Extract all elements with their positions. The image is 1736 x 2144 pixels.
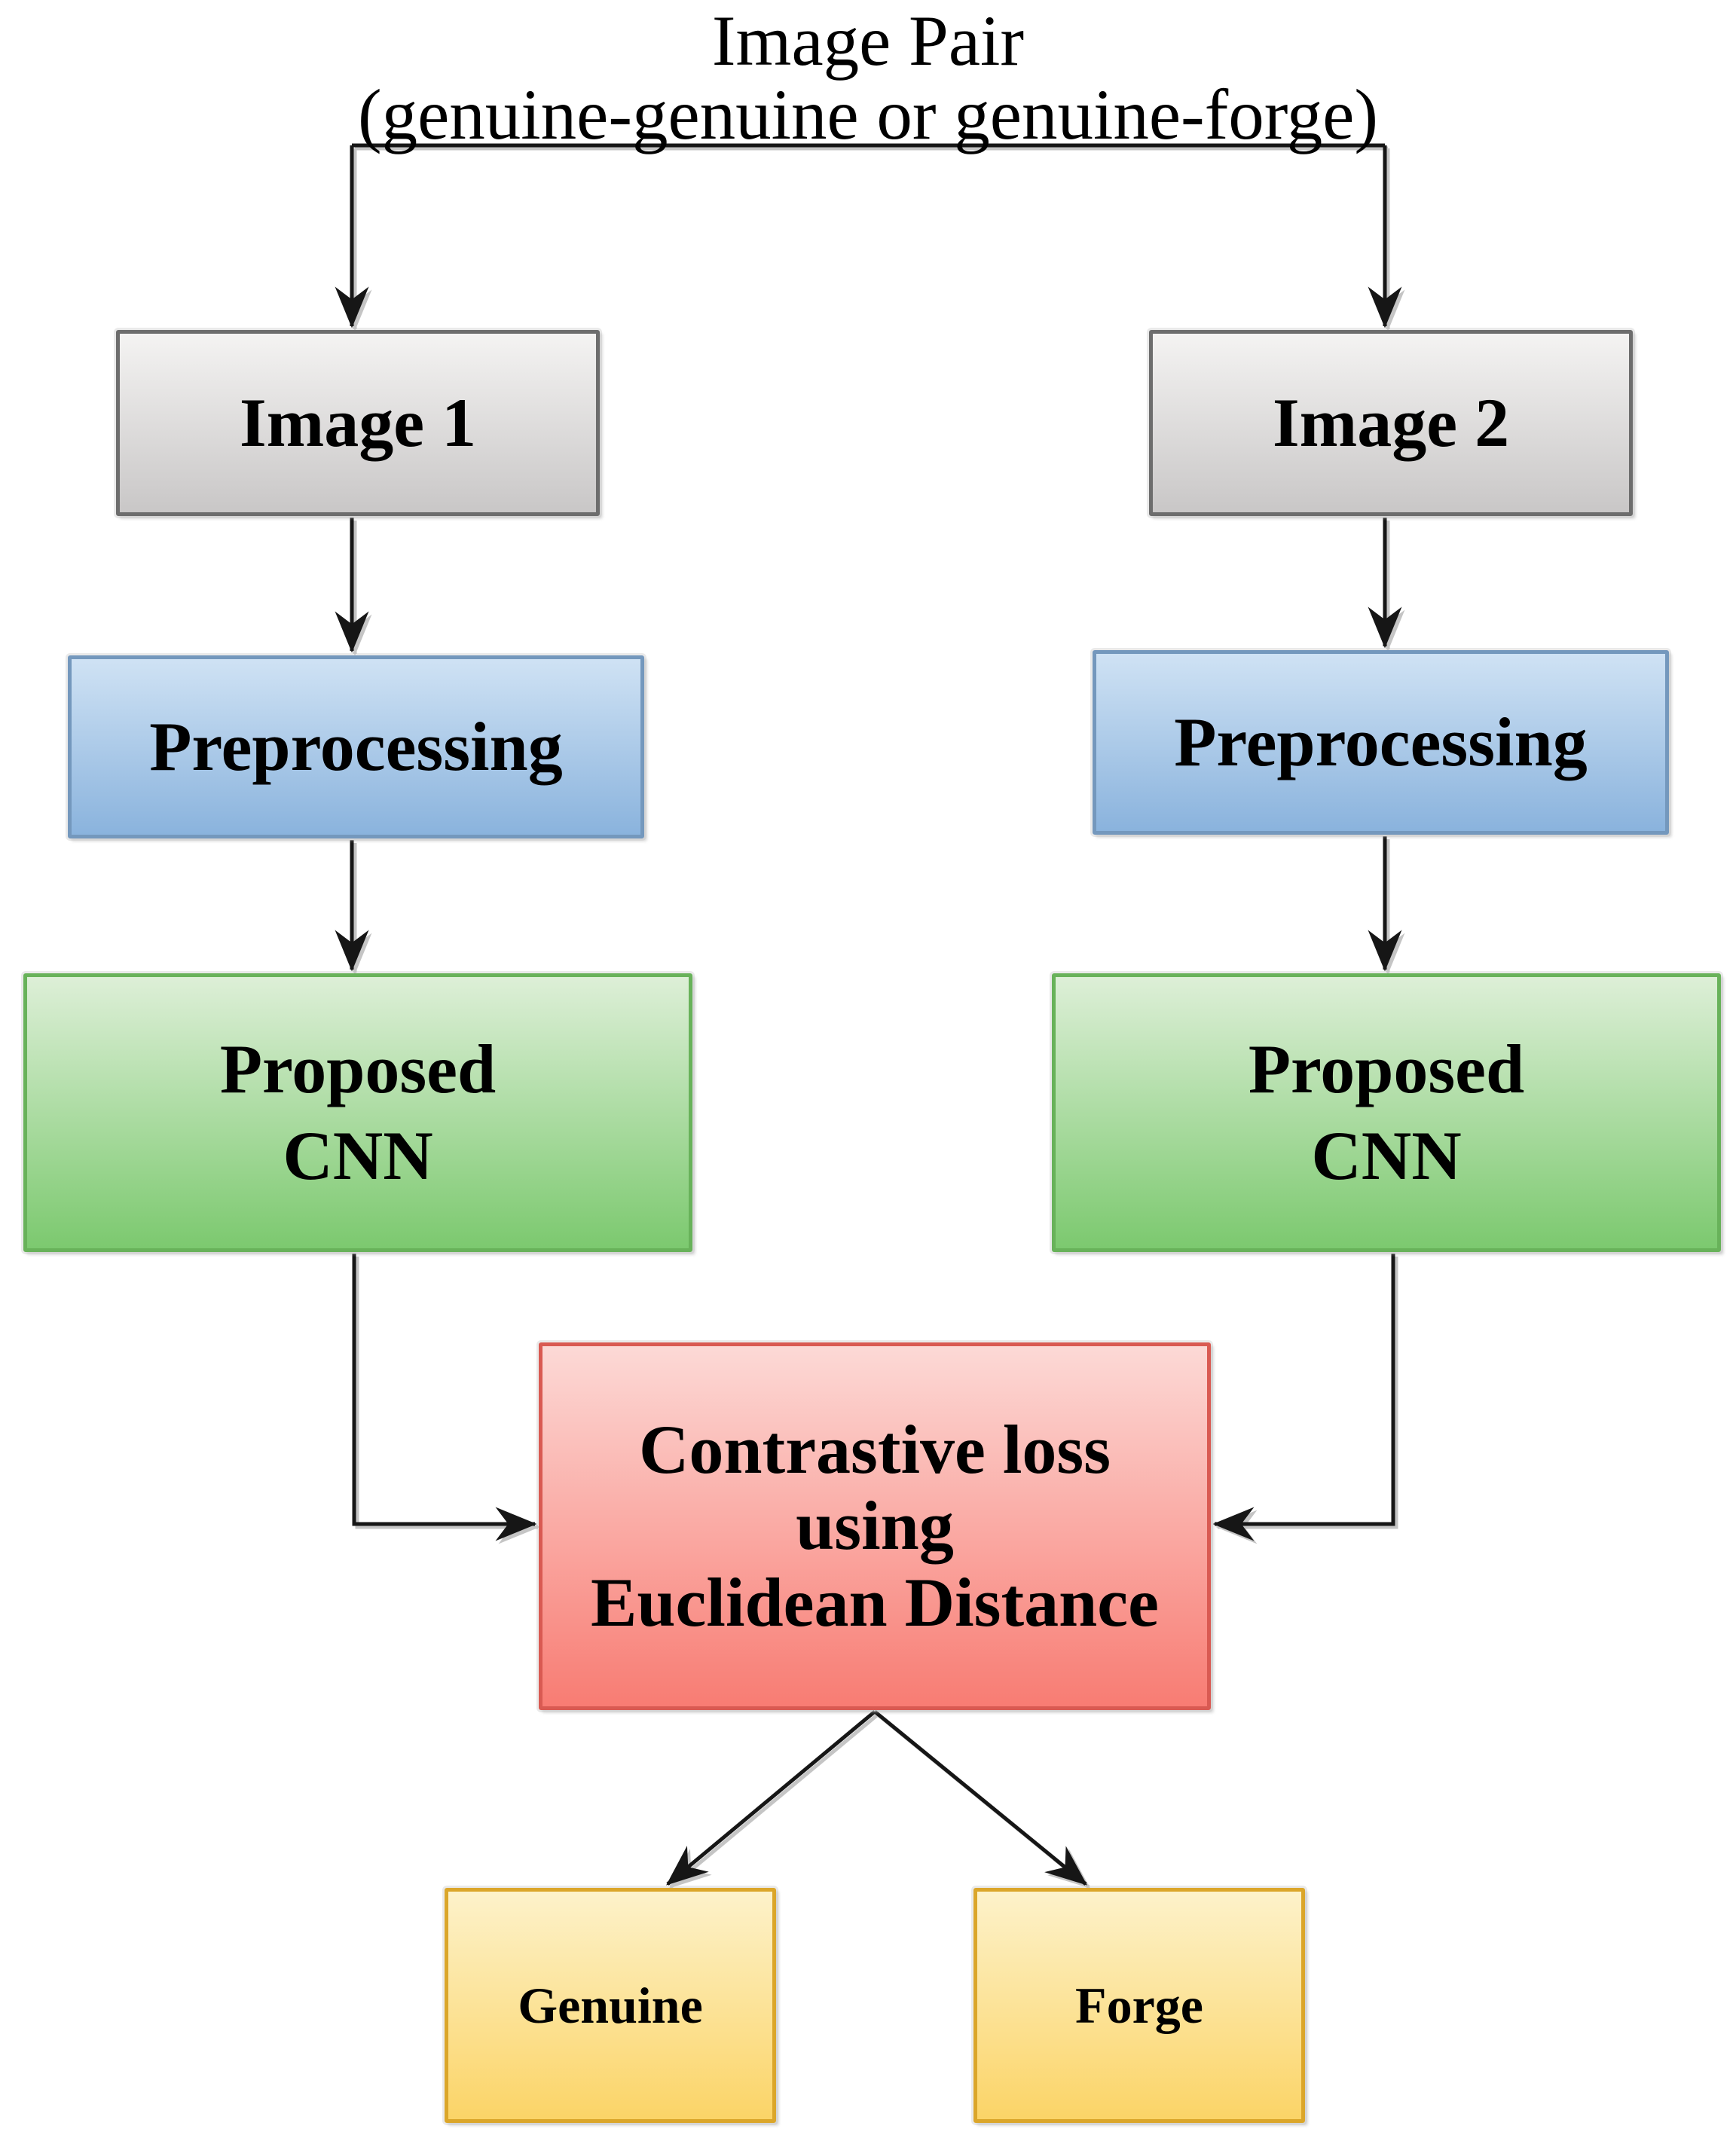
node-proposed-cnn-1-label: Proposed CNN — [220, 1026, 496, 1199]
node-proposed-cnn-2-line2: CNN — [1311, 1117, 1462, 1194]
node-preprocessing-2-label: Preprocessing — [1174, 703, 1588, 780]
node-forge-label: Forge — [1075, 1976, 1203, 2034]
node-contrastive-loss-line1: Contrastive loss — [638, 1411, 1111, 1489]
node-image-2-label: Image 2 — [1272, 383, 1510, 461]
connector-cnn1-to-loss — [352, 1254, 537, 1541]
node-proposed-cnn-2-label: Proposed CNN — [1249, 1026, 1524, 1199]
node-proposed-cnn-2: Proposed CNN — [1052, 973, 1721, 1252]
node-contrastive-loss-line3: Euclidean Distance — [591, 1563, 1159, 1641]
node-image-1: Image 1 — [116, 330, 600, 516]
connector-loss-to-genuine — [666, 1710, 876, 1886]
title-line-1: Image Pair — [711, 1, 1025, 81]
connector-cnn2-to-loss — [1212, 1254, 1395, 1541]
node-proposed-cnn-1: Proposed CNN — [23, 973, 692, 1252]
node-preprocessing-2: Preprocessing — [1093, 650, 1669, 835]
node-genuine: Genuine — [445, 1888, 776, 2123]
node-image-2: Image 2 — [1149, 330, 1633, 516]
title-line-2: (genuine-genuine or genuine-forge) — [357, 75, 1379, 154]
connector-loss-to-forge — [873, 1710, 1087, 1886]
node-contrastive-loss-line2: using — [796, 1487, 954, 1565]
node-preprocessing-1: Preprocessing — [68, 655, 644, 838]
node-proposed-cnn-2-line1: Proposed — [1248, 1031, 1525, 1107]
node-genuine-label: Genuine — [518, 1976, 703, 2034]
node-preprocessing-1-label: Preprocessing — [149, 707, 563, 785]
node-image-1-label: Image 1 — [239, 383, 477, 461]
node-proposed-cnn-1-line1: Proposed — [219, 1031, 497, 1107]
node-forge: Forge — [973, 1888, 1305, 2123]
node-proposed-cnn-1-line2: CNN — [283, 1117, 433, 1194]
diagram-title-block: Image Pair (genuine-genuine or genuine-f… — [0, 3, 1736, 151]
node-contrastive-loss: Contrastive loss using Euclidean Distanc… — [539, 1342, 1211, 1710]
node-contrastive-loss-label: Contrastive loss using Euclidean Distanc… — [591, 1412, 1159, 1641]
